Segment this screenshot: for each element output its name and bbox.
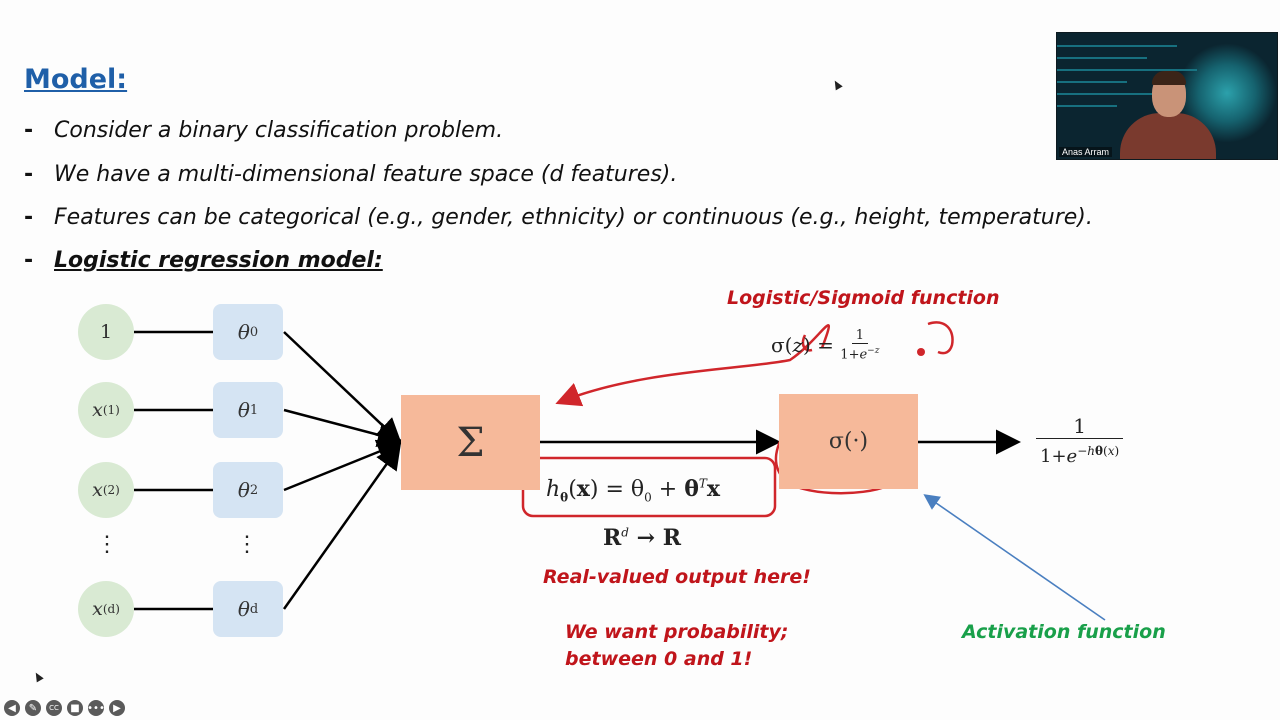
- mapping-formula: Rd → R: [603, 525, 682, 551]
- bullet-4: -Logistic regression model:: [24, 248, 383, 273]
- webcam-name-label: Anas Arram: [1059, 147, 1113, 157]
- bullet-text: Features can be categorical (e.g., gende…: [54, 205, 1093, 230]
- input-ellipsis: ⋮: [96, 532, 118, 557]
- linear-formula: hθ(x) = θ0 + θTx: [546, 476, 721, 505]
- more-icon[interactable]: •••: [87, 700, 105, 716]
- bullet-text: We have a multi-dimensional feature spac…: [54, 162, 678, 187]
- slide-title: Model:: [24, 64, 128, 95]
- real-valued-annotation: Real-valued output here!: [543, 566, 811, 588]
- input-node-x1: x(1): [78, 382, 134, 438]
- sigmoid-annotation: Logistic/Sigmoid function: [727, 287, 1000, 309]
- input-weight-links: [134, 330, 213, 611]
- pen-icon[interactable]: ✎: [25, 700, 41, 716]
- forward-icon[interactable]: ▶: [109, 700, 125, 716]
- want-probability-annotation-line2: between 0 and 1!: [565, 648, 753, 670]
- bullet-text: Consider a binary classification problem…: [54, 118, 504, 143]
- want-probability-annotation-line1: We want probability;: [565, 621, 789, 643]
- bullet-2: -We have a multi-dimensional feature spa…: [24, 162, 677, 187]
- input-node-bias: 1: [78, 304, 134, 360]
- activation-label: σ(·): [828, 429, 869, 454]
- red-bracket-mark: [927, 321, 954, 355]
- sum-symbol: Σ: [456, 419, 485, 466]
- activation-annotation: Activation function: [962, 621, 1166, 643]
- bullet-marker: -: [24, 248, 34, 273]
- sum-box: Σ: [401, 395, 540, 490]
- bullet-marker: -: [24, 162, 34, 187]
- output-formula: 1 1+e−hθ(x): [1036, 414, 1124, 469]
- presenter-body: [1120, 113, 1216, 159]
- input-node-xd: x(d): [78, 581, 134, 637]
- blue-activation-arrow: [923, 494, 1106, 621]
- bullet-marker: -: [24, 118, 34, 143]
- input-node-x2: x(2): [78, 462, 134, 518]
- back-icon[interactable]: ◀: [4, 700, 20, 716]
- captions-icon[interactable]: CC: [46, 700, 62, 716]
- output-denominator: 1+e−hθ(x): [1040, 444, 1120, 467]
- slideshow-toolbar: ◀ ✎ CC ■ ••• ▶: [4, 700, 125, 716]
- webcam-video[interactable]: Anas Arram: [1056, 32, 1278, 160]
- weight-ellipsis: ⋮: [236, 532, 258, 557]
- output-numerator: 1: [1036, 414, 1124, 439]
- red-curve-arrow: [555, 324, 831, 407]
- bullet-marker: -: [24, 205, 34, 230]
- video-off-icon[interactable]: ■: [67, 700, 83, 716]
- weight-sum-links: [282, 331, 403, 610]
- bullet-text: Logistic regression model:: [54, 248, 383, 273]
- sigmoid-formula: σ(z) = 1 1+e−z: [771, 328, 880, 363]
- bullet-1: -Consider a binary classification proble…: [24, 118, 503, 143]
- activation-box: σ(·): [779, 394, 918, 489]
- bullet-3: -Features can be categorical (e.g., gend…: [24, 205, 1093, 230]
